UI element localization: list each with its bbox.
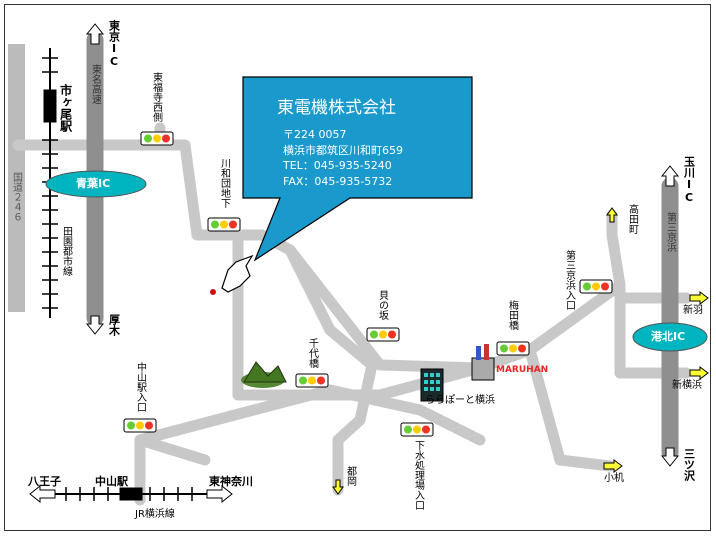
- company-callout: [242, 76, 473, 262]
- arrow-takata-icon: [606, 207, 618, 223]
- company-fax: FAX：045-935-5732: [283, 175, 393, 188]
- direction-arrows: [332, 207, 709, 495]
- route-246: [8, 44, 25, 312]
- arrow-atsugi-icon: [85, 315, 105, 335]
- maruhan-icon: [471, 344, 495, 381]
- daisan-iriguchi-label: 第三京浜入口: [563, 250, 575, 310]
- tomei-label: 東名高速: [89, 64, 101, 104]
- kainosaka-label: 貝の坂: [376, 290, 388, 320]
- gesui-label: 下水処理場入口: [412, 440, 424, 510]
- traffic-lights: [123, 131, 613, 437]
- denentoshi-line-label: 田園都市線: [60, 226, 72, 276]
- daisan-keihin-label: 第三京浜: [664, 212, 676, 252]
- aoba-ic-label: 青葉IC: [76, 177, 111, 190]
- tomei-north-exit-label: 東京IC: [107, 20, 121, 68]
- arrow-shinba-icon: [689, 291, 709, 305]
- park-icon: [241, 361, 287, 388]
- lalaport-building-icon: [420, 368, 444, 402]
- kawawadanchi-label: 川和団地下: [218, 158, 230, 208]
- aoba-ic: [45, 170, 147, 198]
- shinba-label: 新羽: [683, 305, 703, 316]
- nakayama-iriguchi-label: 中山駅入口: [134, 362, 146, 412]
- kohoku-ic: [632, 322, 708, 352]
- arrow-tsuzuki-icon: [332, 479, 344, 495]
- arrow-hachioji-icon: [29, 484, 56, 504]
- arrow-tamagawa-icon: [660, 165, 680, 187]
- tsuzuki-label: 都岡: [344, 466, 356, 486]
- takata-label: 高田町: [626, 204, 638, 234]
- tomei-south-exit-label: 厚木: [107, 314, 121, 336]
- daisan-north-exit-label: 玉川IC: [682, 156, 696, 204]
- ichigao-station-label: 市ヶ尾駅: [58, 84, 73, 132]
- arrow-tokyo-icon: [85, 23, 105, 45]
- route246-label: 国道２４６: [10, 172, 22, 222]
- yokohama-line-label: JR横浜線: [135, 509, 175, 520]
- arrow-higashikanagawa-icon: [206, 484, 233, 504]
- pointer-hand-icon: [210, 254, 254, 295]
- company-postal: 〒224 0057: [283, 128, 347, 141]
- company-name: 東電機株式会社: [277, 98, 396, 118]
- arrow-kozukue-icon: [603, 459, 623, 473]
- arrow-mitsuzawa-icon: [660, 447, 680, 467]
- hachioji-label: 八王子: [28, 475, 61, 488]
- nakayama-station-label: 中山駅: [95, 475, 128, 488]
- lalaport-label: ららぽーと横浜: [425, 395, 495, 406]
- higashikanagawa-label: 東神奈川: [209, 475, 253, 488]
- higashifukuji-label: 東福寺西側: [150, 72, 162, 122]
- company-address: 横浜市都筑区川和町659: [283, 144, 403, 157]
- kozukue-label: 小机: [604, 473, 624, 484]
- daisan-south-exit-label: 三ツ沢: [682, 448, 696, 481]
- company-tel: TEL：045-935-5240: [283, 159, 392, 172]
- arrow-shinyokohama-icon: [689, 366, 709, 380]
- shinyokohama-label: 新横浜: [672, 380, 702, 391]
- chiyobashi-label: 千代橋: [306, 338, 318, 368]
- maruhan-label: MARUHAN: [496, 365, 549, 375]
- umedabashi-label: 梅田橋: [506, 300, 518, 330]
- kohoku-ic-label: 港北IC: [651, 330, 686, 343]
- yokohama-rail: [55, 487, 212, 501]
